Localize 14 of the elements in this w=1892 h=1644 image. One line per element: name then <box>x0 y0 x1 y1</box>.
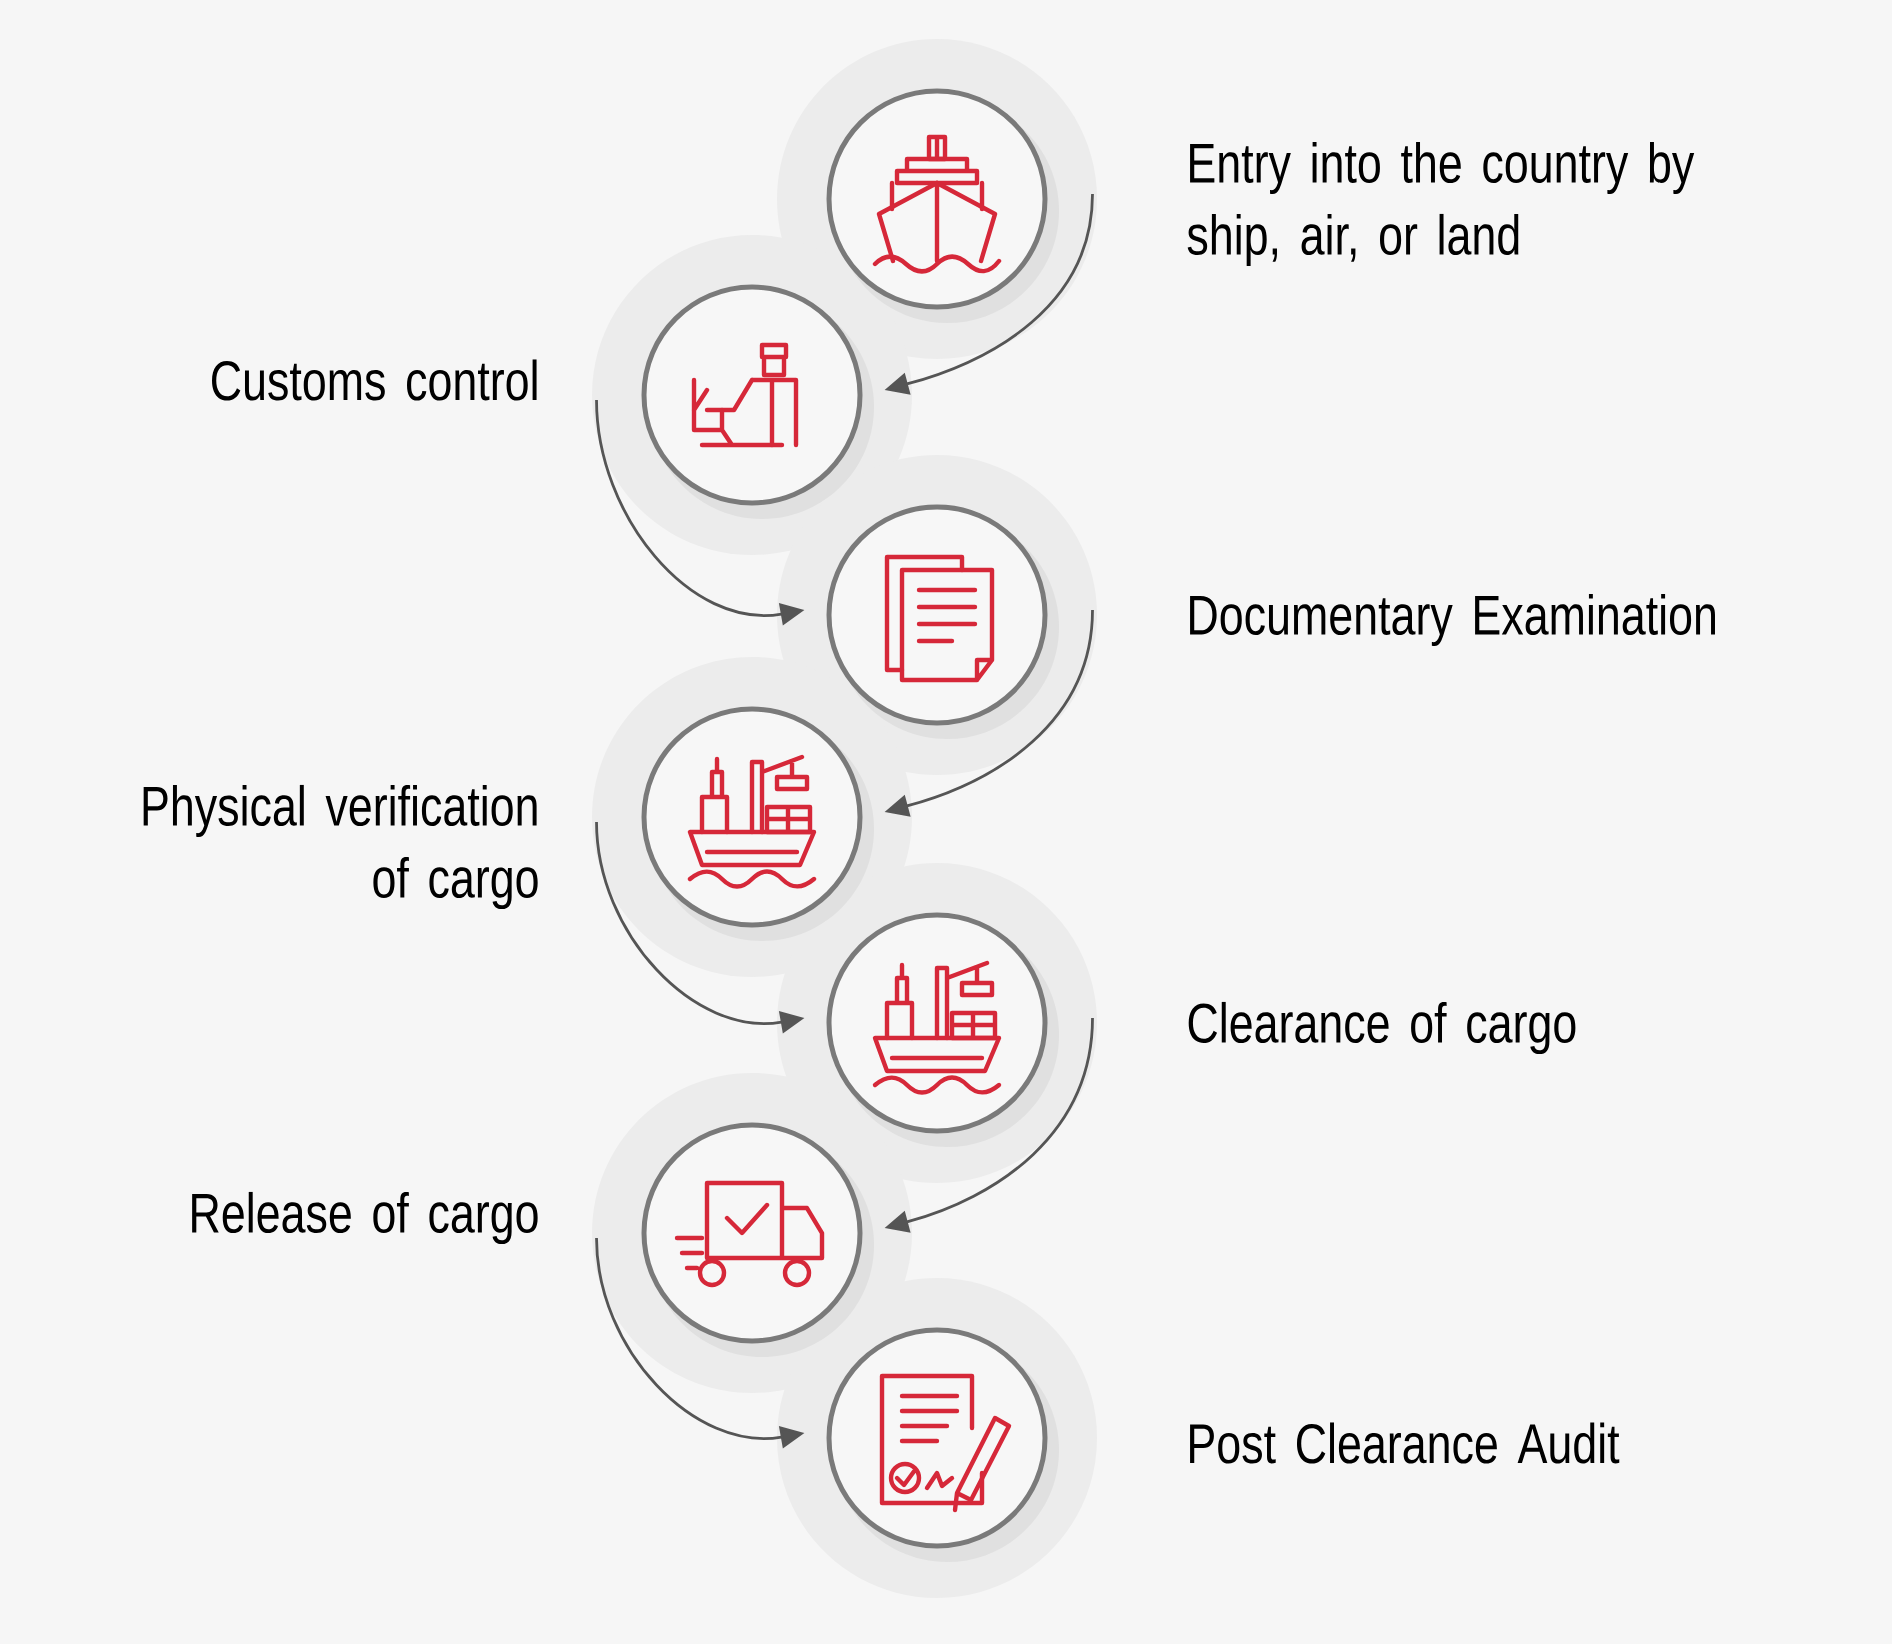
step-label: Clearance of cargo <box>1188 1001 1576 1055</box>
step-label: Release of cargo <box>192 1191 538 1245</box>
step-circle <box>641 284 863 506</box>
step-circle <box>826 912 1048 1134</box>
step-circle <box>641 706 863 928</box>
step-label: Physical verification of cargo <box>143 784 538 910</box>
step-circle <box>826 88 1048 310</box>
step-label: Customs control <box>212 359 537 401</box>
step-circle <box>641 1122 863 1344</box>
step-circle <box>826 1327 1048 1549</box>
step-label: Post Clearance Audit <box>1190 1422 1620 1464</box>
step-label: Entry into the country by ship, air, or land <box>1187 141 1695 267</box>
step-label: Documentary Examination <box>1190 593 1715 647</box>
step-circle <box>826 504 1048 726</box>
